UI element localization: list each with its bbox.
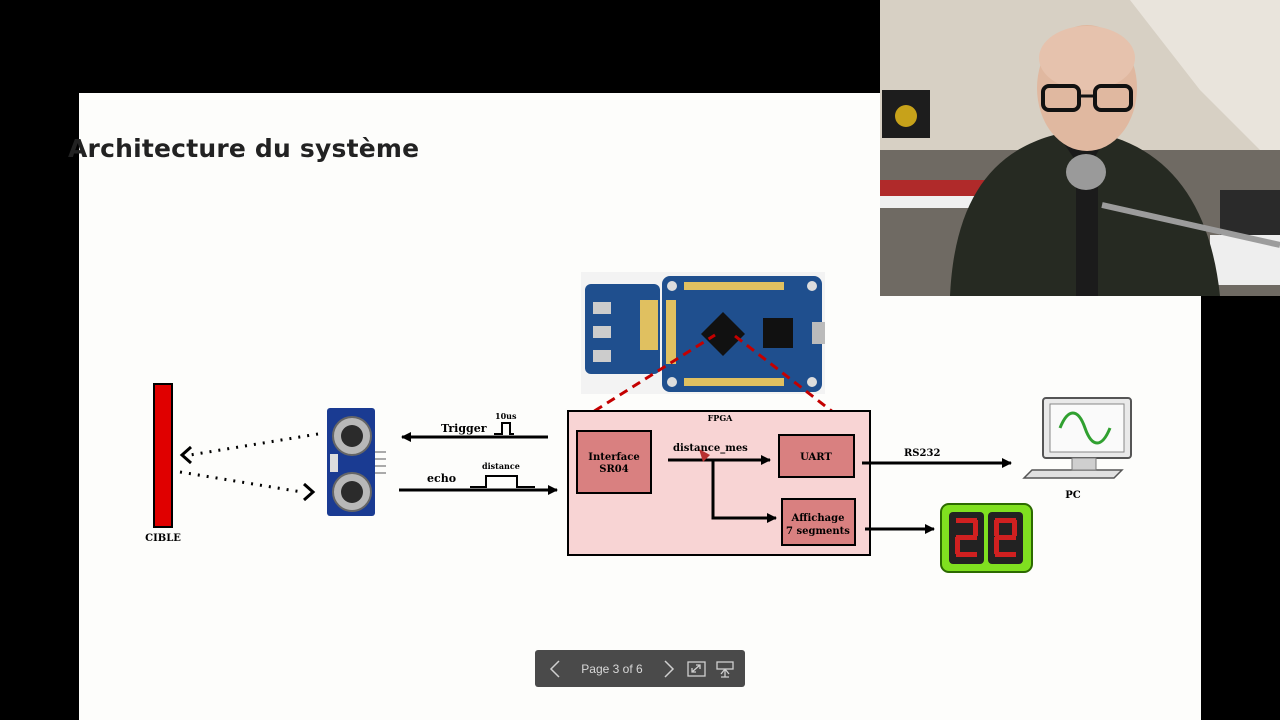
pc-monitor-icon bbox=[1022, 397, 1132, 479]
affichage-line1: Affichage bbox=[791, 513, 845, 524]
trigger-pulse-waveform bbox=[494, 422, 514, 435]
chevron-right-icon bbox=[664, 659, 675, 678]
uart-label: UART bbox=[800, 452, 832, 463]
ultrasonic-sensor-image bbox=[327, 408, 386, 516]
rs232-label: RS232 bbox=[904, 448, 940, 459]
seven-segment-display-icon bbox=[940, 503, 1033, 573]
pc-label: PC bbox=[1065, 490, 1081, 501]
viewer-toolbar: Page 3 of 6 bbox=[535, 650, 745, 687]
next-page-button[interactable] bbox=[655, 655, 683, 683]
affichage-block bbox=[781, 498, 856, 546]
projector-screen-icon bbox=[716, 660, 734, 678]
fullscreen-button[interactable] bbox=[683, 655, 711, 683]
interface-sr04-line2: SR04 bbox=[599, 464, 628, 475]
expand-icon bbox=[687, 660, 706, 677]
ultrasound-return-arrow-icon bbox=[303, 482, 316, 502]
interface-sr04-block bbox=[576, 430, 652, 494]
chevron-left-icon bbox=[549, 659, 560, 678]
slide-title: Architecture du système bbox=[68, 134, 420, 163]
ultrasound-return-path bbox=[179, 470, 303, 494]
interface-sr04-line1: Interface bbox=[588, 452, 639, 463]
distance-to-display-arrow bbox=[711, 460, 777, 523]
presentation-button[interactable] bbox=[711, 655, 739, 683]
fpga-label: FPGA bbox=[708, 413, 734, 423]
uart-block bbox=[778, 434, 855, 478]
target-bar bbox=[153, 383, 173, 528]
ultrasound-out-arrow-icon bbox=[179, 445, 192, 465]
mouse-pointer-icon bbox=[699, 449, 710, 462]
echo-label: echo bbox=[427, 472, 456, 485]
echo-pulse-waveform bbox=[470, 475, 535, 488]
echo-distance-label: distance bbox=[482, 461, 520, 471]
presenter-webcam bbox=[880, 0, 1280, 296]
trigger-label: Trigger bbox=[441, 422, 487, 435]
affichage-line2: 7 segments bbox=[786, 526, 850, 537]
page-indicator: Page 3 of 6 bbox=[581, 661, 643, 676]
distance-mes-label: distance_mes bbox=[673, 443, 748, 454]
ultrasound-out-path bbox=[189, 432, 319, 457]
trigger-pulse-label: 10us bbox=[495, 411, 517, 421]
zoom-line-left bbox=[568, 333, 716, 429]
target-label: CIBLE bbox=[145, 533, 181, 544]
previous-page-button[interactable] bbox=[541, 655, 569, 683]
